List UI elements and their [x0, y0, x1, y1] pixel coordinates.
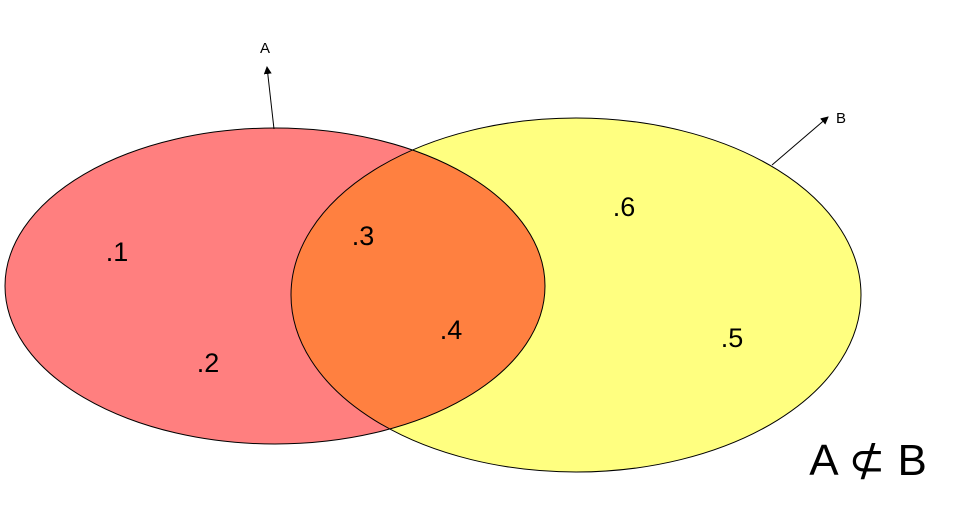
- set-a-label: A: [260, 40, 270, 57]
- element-4: .4: [440, 315, 463, 345]
- relation-statement: A ⊄ B: [809, 436, 927, 485]
- element-1: .1: [106, 237, 129, 267]
- element-6: .6: [613, 192, 636, 222]
- set-b-arrow: [771, 116, 829, 166]
- element-2: .2: [197, 348, 220, 378]
- set-a-outline: [4, 127, 546, 445]
- set-a-arrow: [263, 66, 275, 130]
- element-3: .3: [352, 221, 375, 251]
- intersection-region: [291, 128, 545, 444]
- element-5: .5: [721, 323, 744, 353]
- set-b-outline: [290, 117, 862, 473]
- set-b-label: B: [836, 110, 846, 127]
